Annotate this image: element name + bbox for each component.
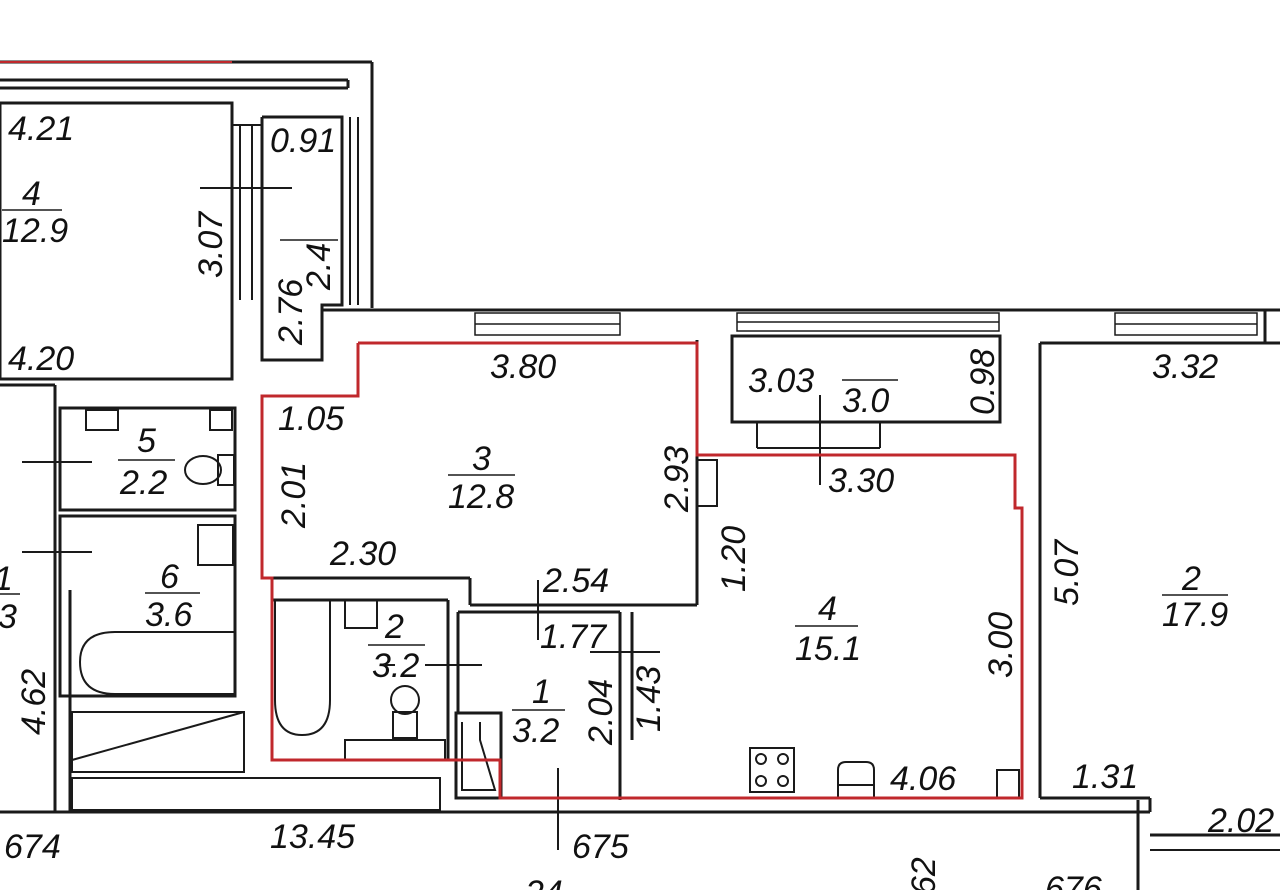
dim-1-43: 1.43 [630, 666, 668, 732]
room-3-number: 3 [472, 440, 491, 478]
marker-675: 675 [572, 828, 629, 866]
marker-62: 62 [905, 857, 943, 890]
dim-2-02: 2.02 [1207, 802, 1274, 840]
dim-4-20: 4.20 [8, 340, 74, 378]
dim-3-07: 3.07 [192, 211, 230, 278]
dim-4-06: 4.06 [890, 760, 956, 798]
room-6-area: 3.6 [145, 596, 192, 634]
room-3-area: 12.8 [448, 478, 514, 516]
room-6-number: 6 [160, 558, 179, 596]
room-4-left-area: 12.9 [2, 212, 68, 250]
balcony-center-area: 3.0 [842, 382, 889, 420]
dim-2-01: 2.01 [275, 462, 313, 529]
walls [0, 60, 1280, 890]
dim-4-62: 4.62 [15, 669, 53, 735]
dim-5-07: 5.07 [1048, 539, 1086, 606]
labels: 4.21 4 12.9 4.20 3.07 0.91 2.4 2.76 5 2.… [0, 110, 1274, 890]
dim-1-05: 1.05 [278, 400, 344, 438]
marker-674: 674 [4, 828, 61, 866]
dim-1-31: 1.31 [1072, 758, 1138, 796]
room-1-left-area: 3 [0, 598, 17, 636]
marker-24: 24 [524, 874, 563, 890]
room-5-number: 5 [137, 422, 156, 460]
dim-1-77: 1.77 [540, 618, 607, 656]
dim-2-30: 2.30 [329, 535, 396, 573]
dim-2-54: 2.54 [542, 562, 609, 600]
balcony-left-area: 2.4 [300, 243, 338, 291]
apartment-outline [260, 341, 1024, 800]
dim-2-76: 2.76 [272, 279, 310, 346]
room-2-bath-area: 3.2 [372, 647, 419, 685]
room-4-left-number: 4 [22, 175, 41, 213]
dim-3-32: 3.32 [1152, 348, 1218, 386]
room-1-left-number: 1 [0, 560, 13, 598]
dim-3-80: 3.80 [490, 348, 556, 386]
dim-0-91: 0.91 [270, 122, 336, 160]
dim-3-30: 3.30 [828, 462, 894, 500]
room-2-right-number: 2 [1181, 560, 1201, 598]
room-4-kitchen-number: 4 [818, 590, 837, 628]
marker-13-45: 13.45 [270, 818, 355, 856]
dim-3-03: 3.03 [748, 362, 814, 400]
dim-1-20: 1.20 [715, 526, 753, 592]
room-4-kitchen-area: 15.1 [795, 630, 861, 668]
dim-2-93: 2.93 [658, 446, 696, 513]
dim-4-21: 4.21 [8, 110, 74, 148]
room-2-right-area: 17.9 [1162, 596, 1228, 634]
dim-0-98: 0.98 [964, 349, 1002, 415]
room-2-bath-number: 2 [384, 608, 404, 646]
dim-3-00: 3.00 [982, 612, 1020, 678]
dim-2-04: 2.04 [582, 679, 620, 746]
room-1-hall-area: 3.2 [512, 712, 559, 750]
room-1-hall-number: 1 [532, 673, 551, 711]
room-5-area: 2.2 [119, 464, 167, 502]
marker-676: 676 [1045, 870, 1102, 890]
